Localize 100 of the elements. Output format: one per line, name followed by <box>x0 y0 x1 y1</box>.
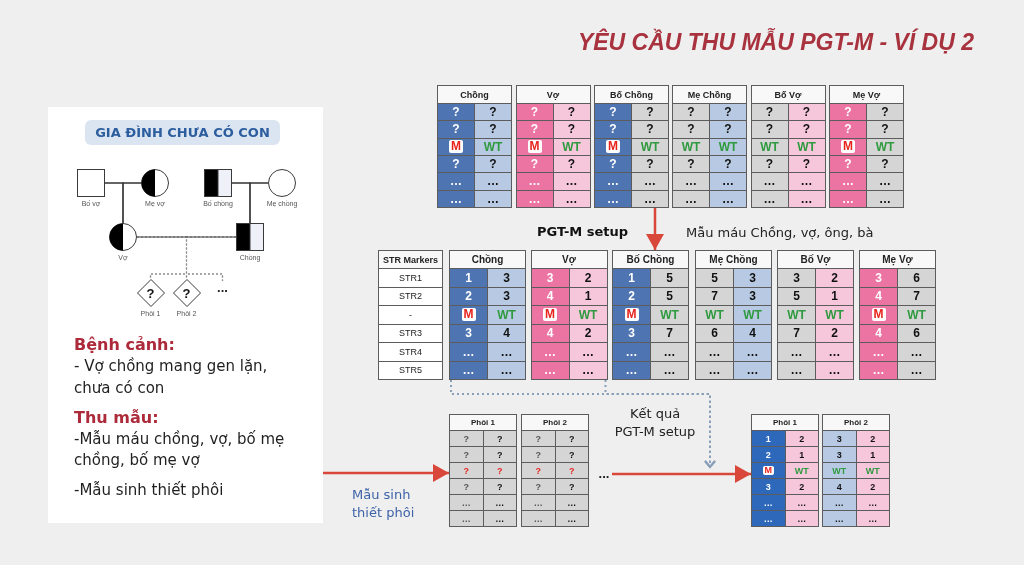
body-text: -Mẫu sinh thiết phôi <box>74 480 225 501</box>
allele-cell: WT <box>569 306 607 324</box>
allele-cell: WT <box>475 138 511 155</box>
allele-cell: ? <box>867 104 903 121</box>
allele-cell: ? <box>450 463 483 478</box>
table-header: Bố Vợ <box>778 251 853 268</box>
pedigree-line <box>122 182 142 224</box>
allele-cell: ? <box>673 104 709 121</box>
pedigree-line <box>249 182 269 224</box>
allele-cell: … <box>522 495 555 510</box>
allele-cell: 2 <box>856 431 889 446</box>
table-header: Mẹ Vợ <box>830 86 903 103</box>
half-shaded-square <box>204 169 232 197</box>
allele-cell: 1 <box>856 447 889 462</box>
marker-cell: STR4 <box>379 343 442 361</box>
allele-cell: ? <box>830 156 866 173</box>
allele-cell: ? <box>595 104 631 121</box>
edge-label: Mẫu máu Chồng, vợ, ông, bà <box>686 224 874 242</box>
allele-cell: … <box>651 343 688 361</box>
table-header: Chồng <box>438 86 511 103</box>
table-header: Bố Chồng <box>613 251 688 268</box>
allele-cell: … <box>555 495 588 510</box>
allele-cell: WT <box>823 463 856 478</box>
genotype-table <box>449 414 517 527</box>
allele-cell: 1 <box>785 447 818 462</box>
allele-cell: … <box>778 361 815 379</box>
genotype-table <box>829 85 904 208</box>
allele-cell: … <box>613 361 650 379</box>
allele-cell: ? <box>595 156 631 173</box>
allele-cell: 3 <box>823 431 856 446</box>
allele-cell: M <box>595 138 631 155</box>
allele-cell: 7 <box>778 324 815 342</box>
allele-cell: 2 <box>752 447 785 462</box>
allele-cell: 7 <box>898 287 935 305</box>
allele-cell: … <box>816 361 853 379</box>
half-shaded-circle <box>109 223 137 251</box>
allele-cell: M <box>860 306 897 324</box>
allele-cell: … <box>860 361 897 379</box>
allele-cell: ? <box>553 104 590 121</box>
allele-cell: 2 <box>785 431 818 446</box>
allele-cell: … <box>816 343 853 361</box>
allele-cell: … <box>830 173 866 190</box>
allele-cell: 3 <box>488 287 525 305</box>
diamond-symbol: ? <box>172 279 201 307</box>
allele-cell: 5 <box>651 287 688 305</box>
marker-cell: - <box>379 306 442 324</box>
allele-cell: … <box>613 343 650 361</box>
allele-cell: WT <box>751 138 788 155</box>
allele-cell: 2 <box>450 287 487 305</box>
marker-cell: STR5 <box>379 361 442 379</box>
allele-cell: ? <box>483 431 516 446</box>
allele-cell: 2 <box>816 269 853 287</box>
slide-title: YÊU CẦU THU MẪU PGT-M - VÍ DỤ 2 <box>577 29 974 56</box>
allele-cell: ? <box>522 479 555 494</box>
allele-cell: … <box>867 173 903 190</box>
allele-cell: ? <box>867 121 903 138</box>
allele-cell: WT <box>788 138 825 155</box>
allele-cell: 6 <box>898 269 935 287</box>
allele-cell: … <box>751 173 788 190</box>
allele-cell: 2 <box>856 479 889 494</box>
allele-cell: 3 <box>823 447 856 462</box>
allele-cell: … <box>450 511 483 526</box>
allele-cell: … <box>673 190 709 207</box>
marker-table <box>378 250 443 380</box>
allele-cell: 2 <box>569 324 607 342</box>
body-text: -Mẫu máu chồng, vợ, bố mẹ chồng, bố mẹ vợ <box>74 428 286 472</box>
section-heading: Bệnh cảnh: <box>74 335 176 354</box>
allele-cell: … <box>651 361 688 379</box>
allele-cell: … <box>785 511 818 526</box>
marker-cell: STR2 <box>379 287 442 305</box>
table-header: Vợ <box>531 251 607 268</box>
allele-cell: 6 <box>696 324 733 342</box>
allele-cell: 3 <box>488 269 525 287</box>
diamond-symbol: ? <box>136 279 165 307</box>
ellipsis-text: ... <box>213 281 232 295</box>
circle-symbol <box>268 169 296 197</box>
allele-cell: WT <box>785 463 818 478</box>
allele-cell: … <box>710 190 746 207</box>
marker-cell: STR1 <box>379 269 442 287</box>
allele-cell: 3 <box>450 324 487 342</box>
allele-cell: ? <box>522 431 555 446</box>
allele-cell: … <box>752 495 785 510</box>
allele-cell: … <box>898 343 935 361</box>
allele-cell: WT <box>696 306 733 324</box>
allele-cell: 1 <box>450 269 487 287</box>
genotype-table <box>751 414 819 527</box>
allele-cell: M <box>450 306 487 324</box>
allele-cell: 5 <box>651 269 688 287</box>
allele-cell: 3 <box>778 269 815 287</box>
allele-cell: ? <box>555 479 588 494</box>
allele-cell: ? <box>632 121 668 138</box>
genotype-table <box>695 250 772 380</box>
allele-cell: … <box>595 173 631 190</box>
allele-cell: … <box>475 173 511 190</box>
allele-cell: ? <box>483 447 516 462</box>
allele-cell: 1 <box>613 269 650 287</box>
allele-cell: … <box>632 190 668 207</box>
allele-cell: 4 <box>823 479 856 494</box>
allele-cell: … <box>734 343 771 361</box>
allele-cell: 3 <box>531 269 569 287</box>
